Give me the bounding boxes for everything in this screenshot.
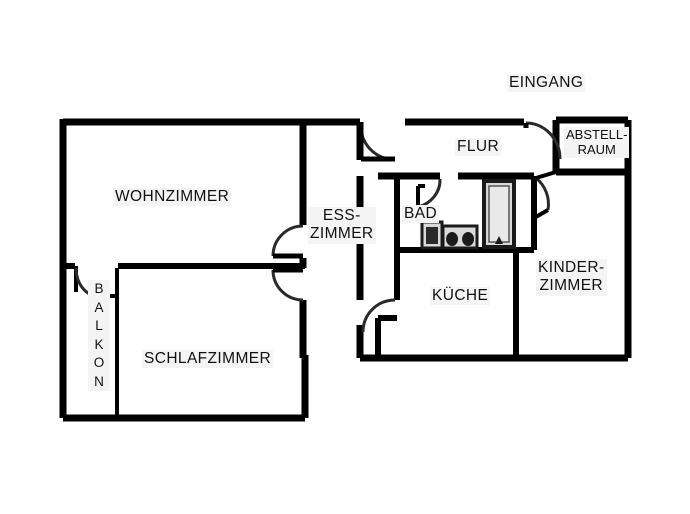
door-ess-kueche-arc: [361, 298, 396, 333]
room-label-abstellraum: ABSTELL- RAUM: [564, 127, 630, 158]
room-label-schlafzimmer: SCHLAFZIMMER: [142, 350, 274, 369]
balkon-letter: A: [88, 298, 110, 317]
room-label-flur: FLUR: [455, 138, 502, 157]
room-label-kueche: KÜCHE: [430, 287, 491, 306]
toilet-bowl-icon: [426, 227, 438, 244]
balkon-letter: O: [88, 354, 110, 373]
balkon-letter: N: [88, 372, 110, 391]
door-flur-kinder-leaf: [535, 170, 557, 180]
balkon-letter: B: [88, 280, 110, 299]
balkon-letter: L: [88, 317, 110, 336]
room-label-wohnzimmer: WOHNZIMMER: [113, 188, 232, 207]
balkon-letter: K: [88, 335, 110, 354]
sink-bowl-2-icon: [462, 232, 475, 246]
room-label-bad: BAD: [402, 205, 440, 224]
room-label-kinderzimmer: KINDER- ZIMMER: [536, 259, 607, 296]
door-eingang-arc: [525, 121, 562, 160]
bathtub-inner: [488, 185, 510, 243]
door-ess-flur-arc: [359, 125, 394, 161]
door-swing-group: [74, 121, 562, 333]
annotation-label-eingang: EINGANG: [507, 74, 586, 93]
door-flur-kinder-sill: [533, 208, 549, 220]
door-bad-arc: [417, 178, 442, 209]
door-schlaf-ess-arc: [271, 269, 304, 302]
room-label-esszimmer: ESS- ZIMMER: [308, 207, 376, 244]
sink-bowl-icon: [446, 232, 459, 246]
bathtub-drain-icon: [495, 236, 503, 244]
door-flur-kinder-arc: [535, 176, 550, 211]
door-wohn-ess-arc: [271, 224, 304, 257]
